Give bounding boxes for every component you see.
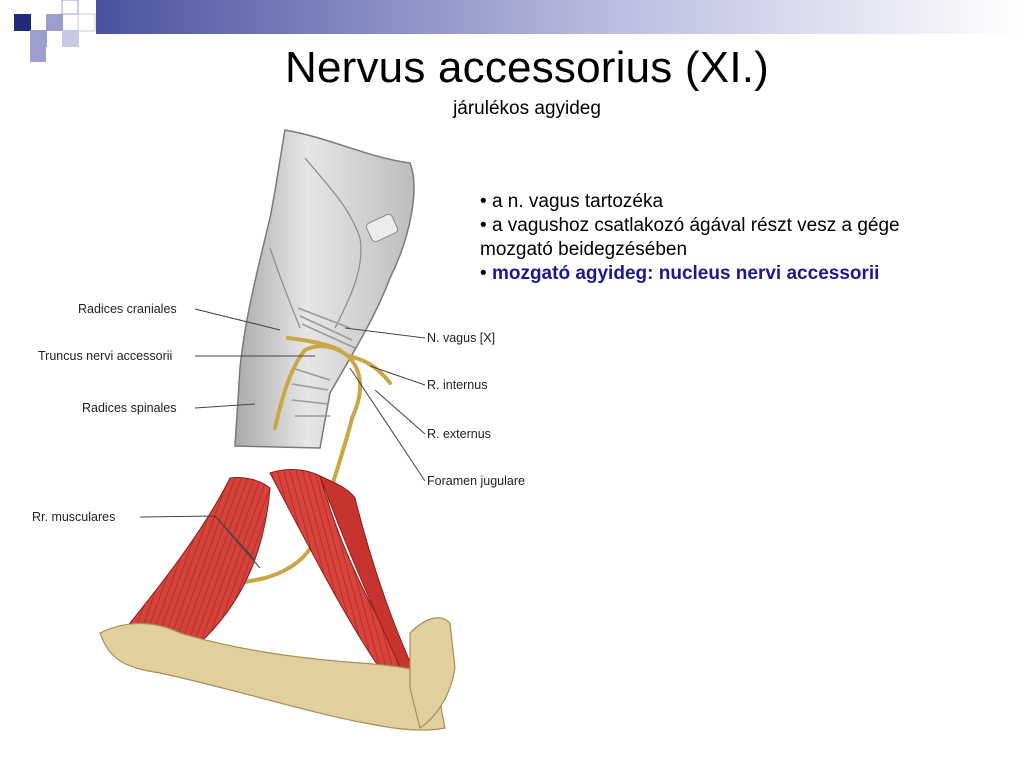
bullet-marker: •	[480, 191, 487, 212]
deco-square	[46, 14, 63, 31]
slide-title: Nervus accessorius (XI.)	[284, 43, 770, 92]
deco-square	[77, 13, 96, 32]
deco-square	[62, 30, 79, 47]
anatomy-figure: Radices craniales Truncus nervi accessor…	[30, 128, 550, 748]
slide-decoration	[14, 0, 1024, 62]
bullet-text: a vagushoz csatlakozó ágával részt vesz …	[491, 215, 900, 236]
brainstem-contour	[269, 247, 301, 329]
deco-square	[61, 0, 79, 15]
label-foramen-jugulare: Foramen jugulare	[427, 474, 525, 488]
bullet-text: a n. vagus tartozéka	[491, 191, 664, 212]
deco-square	[30, 30, 47, 47]
bullet-text-emphasis: mozgató agyideg: nucleus nervi accessori…	[491, 263, 880, 284]
label-n-vagus: N. vagus [X]	[427, 331, 496, 345]
muscle-band	[319, 475, 416, 679]
slide-subtitle: járulékos agyideg	[453, 98, 601, 119]
label-r-internus: R. internus	[427, 378, 488, 392]
top-gradient-bar	[96, 0, 1024, 34]
bullet-item: • a n. vagus tartozéka	[480, 190, 1000, 214]
leader-lines	[139, 308, 426, 569]
label-radices-spinales: Radices spinales	[82, 401, 177, 415]
deco-square	[30, 46, 46, 62]
bullet-list: • a n. vagus tartozéka • a vagushoz csat…	[480, 190, 1000, 286]
manubrium-bone	[409, 617, 456, 729]
bullet-marker: •	[480, 263, 487, 284]
bullet-text: mozgató beidegzésében	[480, 239, 688, 260]
label-truncus-nervi-accessorii: Truncus nervi accessorii	[38, 349, 173, 363]
label-r-externus: R. externus	[427, 427, 491, 441]
brainstem-contour	[304, 157, 362, 329]
label-radices-craniales: Radices craniales	[78, 302, 177, 316]
bullet-item: • mozgató agyideg: nucleus nervi accesso…	[480, 262, 1000, 286]
bullet-item: • a vagushoz csatlakozó ágával részt ves…	[480, 214, 1000, 238]
deco-square	[14, 14, 31, 31]
bullet-continuation: mozgató beidegzésében	[480, 238, 1000, 262]
label-rr-musculares: Rr. musculares	[32, 510, 116, 524]
brainstem	[234, 129, 415, 449]
nerve-stump	[365, 213, 399, 243]
anatomy-illustration	[99, 129, 456, 731]
clavicle-bone	[99, 623, 446, 731]
bullet-marker: •	[480, 215, 487, 236]
rootlets	[291, 307, 356, 417]
